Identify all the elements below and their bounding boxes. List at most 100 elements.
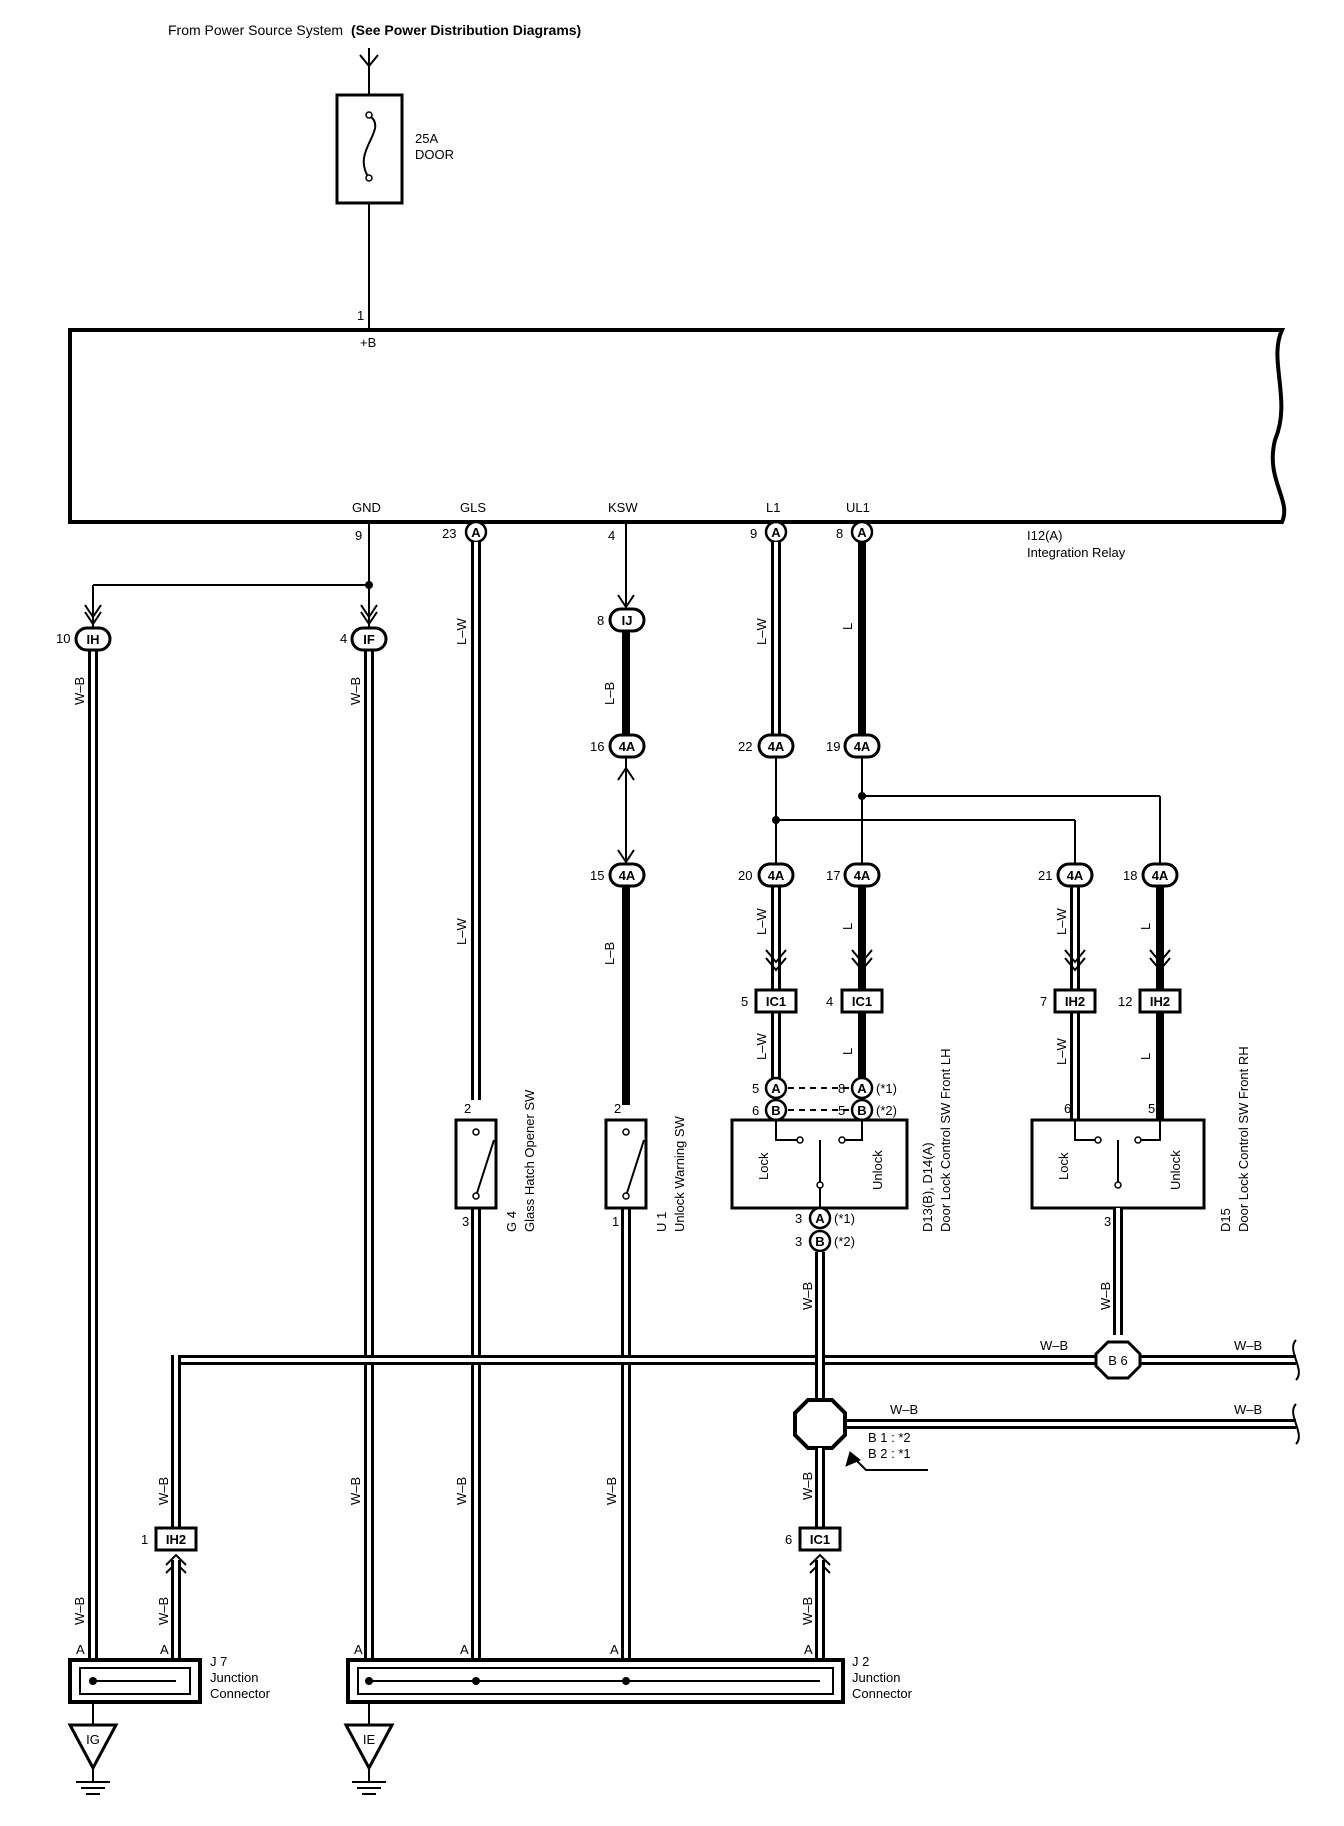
d13-bot-a: A <box>815 1211 825 1226</box>
junction-4a-19: 4A 19 <box>826 733 881 759</box>
code: 4A <box>768 868 785 883</box>
ul1-pin: 8 <box>836 526 843 541</box>
ground-ig: IG <box>67 1723 119 1795</box>
wc-lw-6: L–W <box>754 1033 769 1060</box>
d13-lb: B <box>771 1103 780 1118</box>
code: IF <box>363 632 375 647</box>
d13-note2: (*2) <box>876 1103 897 1118</box>
term-ul1: UL1 <box>846 500 870 515</box>
code: IC1 <box>810 1532 830 1547</box>
power-input-arrow <box>359 48 379 95</box>
wire-color-labels: W–B W–B L–W L–B L–W L L–W L–B L–W L L–W … <box>72 618 1153 1065</box>
code: IC1 <box>852 994 872 1009</box>
l1-pin: 9 <box>750 526 757 541</box>
wc-lw-1: L–W <box>454 618 469 645</box>
wc-l-2: L <box>840 923 855 930</box>
j7-id: J 7 <box>210 1654 227 1669</box>
pin: 7 <box>1040 994 1047 1009</box>
integration-relay-box <box>68 328 1287 524</box>
conn-ic1-6: IC1 6 W–B <box>785 1526 842 1660</box>
junction-4a-22: 4A 22 <box>738 733 795 759</box>
d13-name: Door Lock Control SW Front LH <box>938 1048 953 1232</box>
ground-ie: IE <box>343 1723 395 1795</box>
g4-id: G 4 <box>504 1211 519 1232</box>
j7-line1: Junction <box>210 1670 258 1685</box>
pin: 17 <box>826 868 840 883</box>
d13-la: A <box>771 1081 781 1096</box>
d13-lock: Lock <box>756 1152 771 1180</box>
g4-name: Glass Hatch Opener SW <box>522 1089 537 1232</box>
wc-lb-1: L–B <box>602 682 617 705</box>
j2-pin-a4: A <box>804 1642 813 1657</box>
wc-wb-1: W–B <box>72 677 87 705</box>
d13-ra: A <box>857 1081 867 1096</box>
d13-bot-b: B <box>815 1234 824 1249</box>
wc-wb-v2: W–B <box>348 1477 363 1505</box>
gls-conn-letter: A <box>471 525 481 540</box>
wc-wb-d15: W–B <box>1098 1282 1113 1310</box>
junction-ih-10: IH 10 <box>56 626 112 652</box>
d15-pin-left: 6 <box>1064 1101 1071 1116</box>
code: IH <box>87 632 100 647</box>
conn-ic1-4: IC1 4 <box>826 988 884 1014</box>
code: IH2 <box>1150 994 1170 1009</box>
relay-plus-b: +B <box>360 335 376 350</box>
wc-lw-5: L–W <box>1054 908 1069 935</box>
d13-pin-b-right: 5 <box>838 1103 845 1118</box>
wc-lw-3: L–W <box>454 918 469 945</box>
d13-pin-b-bot: 3 <box>795 1234 802 1249</box>
ground-point-b1-b2: W–B W–B W–B B 1 : *2 B 2 : *1 W–B <box>793 1252 1300 1540</box>
d13-pin-a-bot: 3 <box>795 1211 802 1226</box>
relay-pin-1: 1 <box>357 308 364 323</box>
gls-pin: 23 <box>442 526 456 541</box>
pin: 15 <box>590 868 604 883</box>
j2-line1: Junction <box>852 1670 900 1685</box>
switch-u1: 2 1 U 1 Unlock Warning SW <box>604 1101 687 1232</box>
wc-l-3: L <box>1138 923 1153 930</box>
conn-ic1-5: IC1 5 <box>741 988 798 1014</box>
junction-4a-21: 4A 21 <box>1038 862 1094 888</box>
wc-wb-h2: W–B <box>1234 1338 1262 1353</box>
pin: 4 <box>826 994 833 1009</box>
j2-line2: Connector <box>852 1686 913 1701</box>
gls-wiring: A <box>464 520 488 1660</box>
pin: 19 <box>826 739 840 754</box>
wc-lw-7: L–W <box>1054 1038 1069 1065</box>
wire-color-labels-lower: W–B W–B W–B W–B <box>72 1477 619 1625</box>
ul1-conn-letter: A <box>857 525 867 540</box>
ground-point-b6: B 6 W–B W–B <box>171 1338 1300 1540</box>
power-source-plain: From Power Source System <box>168 22 343 38</box>
wc-wb-v4: W–B <box>604 1477 619 1505</box>
ie-label: IE <box>363 1732 376 1747</box>
j7-pin-a1: A <box>76 1642 85 1657</box>
relay-desc: Integration Relay <box>1027 545 1126 560</box>
junction-connector-j2: A A A A J 2 Junction Connector <box>346 1642 913 1725</box>
term-ksw: KSW <box>608 500 638 515</box>
power-source-label: From Power Source System (See Power Dist… <box>168 22 581 38</box>
junction-if-4: IF 4 <box>340 626 388 652</box>
gnd-wiring <box>84 522 378 1660</box>
d13-bot-note1: (*1) <box>834 1211 855 1226</box>
g4-pin-top: 2 <box>464 1101 471 1116</box>
wc-wb-ih2-bot: W–B <box>156 1597 171 1625</box>
j2-pin-a2: A <box>460 1642 469 1657</box>
gnd-pin: 9 <box>355 528 362 543</box>
b2-label: B 2 : *1 <box>868 1446 911 1461</box>
d15-pin-bot: 3 <box>1104 1214 1111 1229</box>
b6-label: B 6 <box>1108 1353 1128 1368</box>
junction-4a-20: 4A 20 <box>738 862 795 888</box>
code: 4A <box>1067 868 1084 883</box>
d15-pin-right: 5 <box>1148 1101 1155 1116</box>
pin: 12 <box>1118 994 1132 1009</box>
d13-connectors: A B A B 5 6 8 5 (*1) (*2) <box>752 1076 897 1122</box>
d13-note1: (*1) <box>876 1081 897 1096</box>
junction-4a-16: 4A 16 <box>590 733 646 759</box>
j7-line2: Connector <box>210 1686 271 1701</box>
term-gnd: GND <box>352 500 381 515</box>
pin: 5 <box>741 994 748 1009</box>
d13-unlock: Unlock <box>870 1150 885 1190</box>
switch-d13-lh: Lock Unlock D13(B), D14(A) Door Lock Con… <box>730 1048 953 1253</box>
l1-wiring: A <box>764 520 1076 1120</box>
d13-id: D13(B), D14(A) <box>920 1142 935 1232</box>
wc-lb-2: L–B <box>602 942 617 965</box>
